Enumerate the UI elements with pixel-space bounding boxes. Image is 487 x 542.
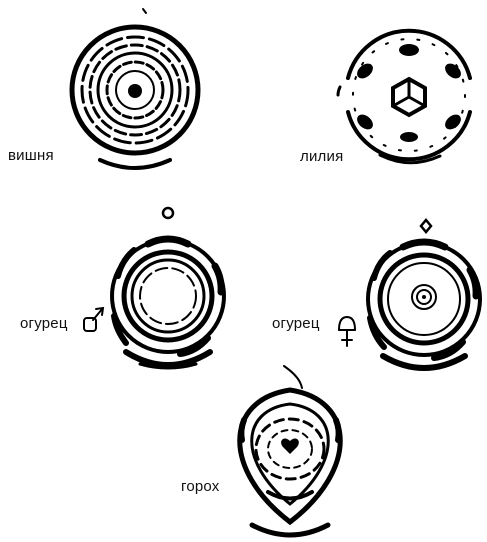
cucumber-female-flower-diagram	[368, 220, 480, 368]
label-cherry: вишня	[8, 147, 54, 164]
label-lily: лилия	[300, 148, 343, 165]
male-symbol-icon	[84, 308, 103, 331]
female-symbol-icon	[339, 317, 355, 346]
label-pea: горох	[181, 478, 220, 495]
pea-flower-diagram	[240, 366, 341, 535]
label-cucumber-female: огурец	[272, 315, 320, 332]
label-cucumber-male: огурец	[20, 315, 68, 332]
lily-flower-diagram	[338, 31, 470, 163]
cucumber-male-flower-diagram	[112, 208, 224, 368]
cherry-flower-diagram	[72, 9, 198, 168]
